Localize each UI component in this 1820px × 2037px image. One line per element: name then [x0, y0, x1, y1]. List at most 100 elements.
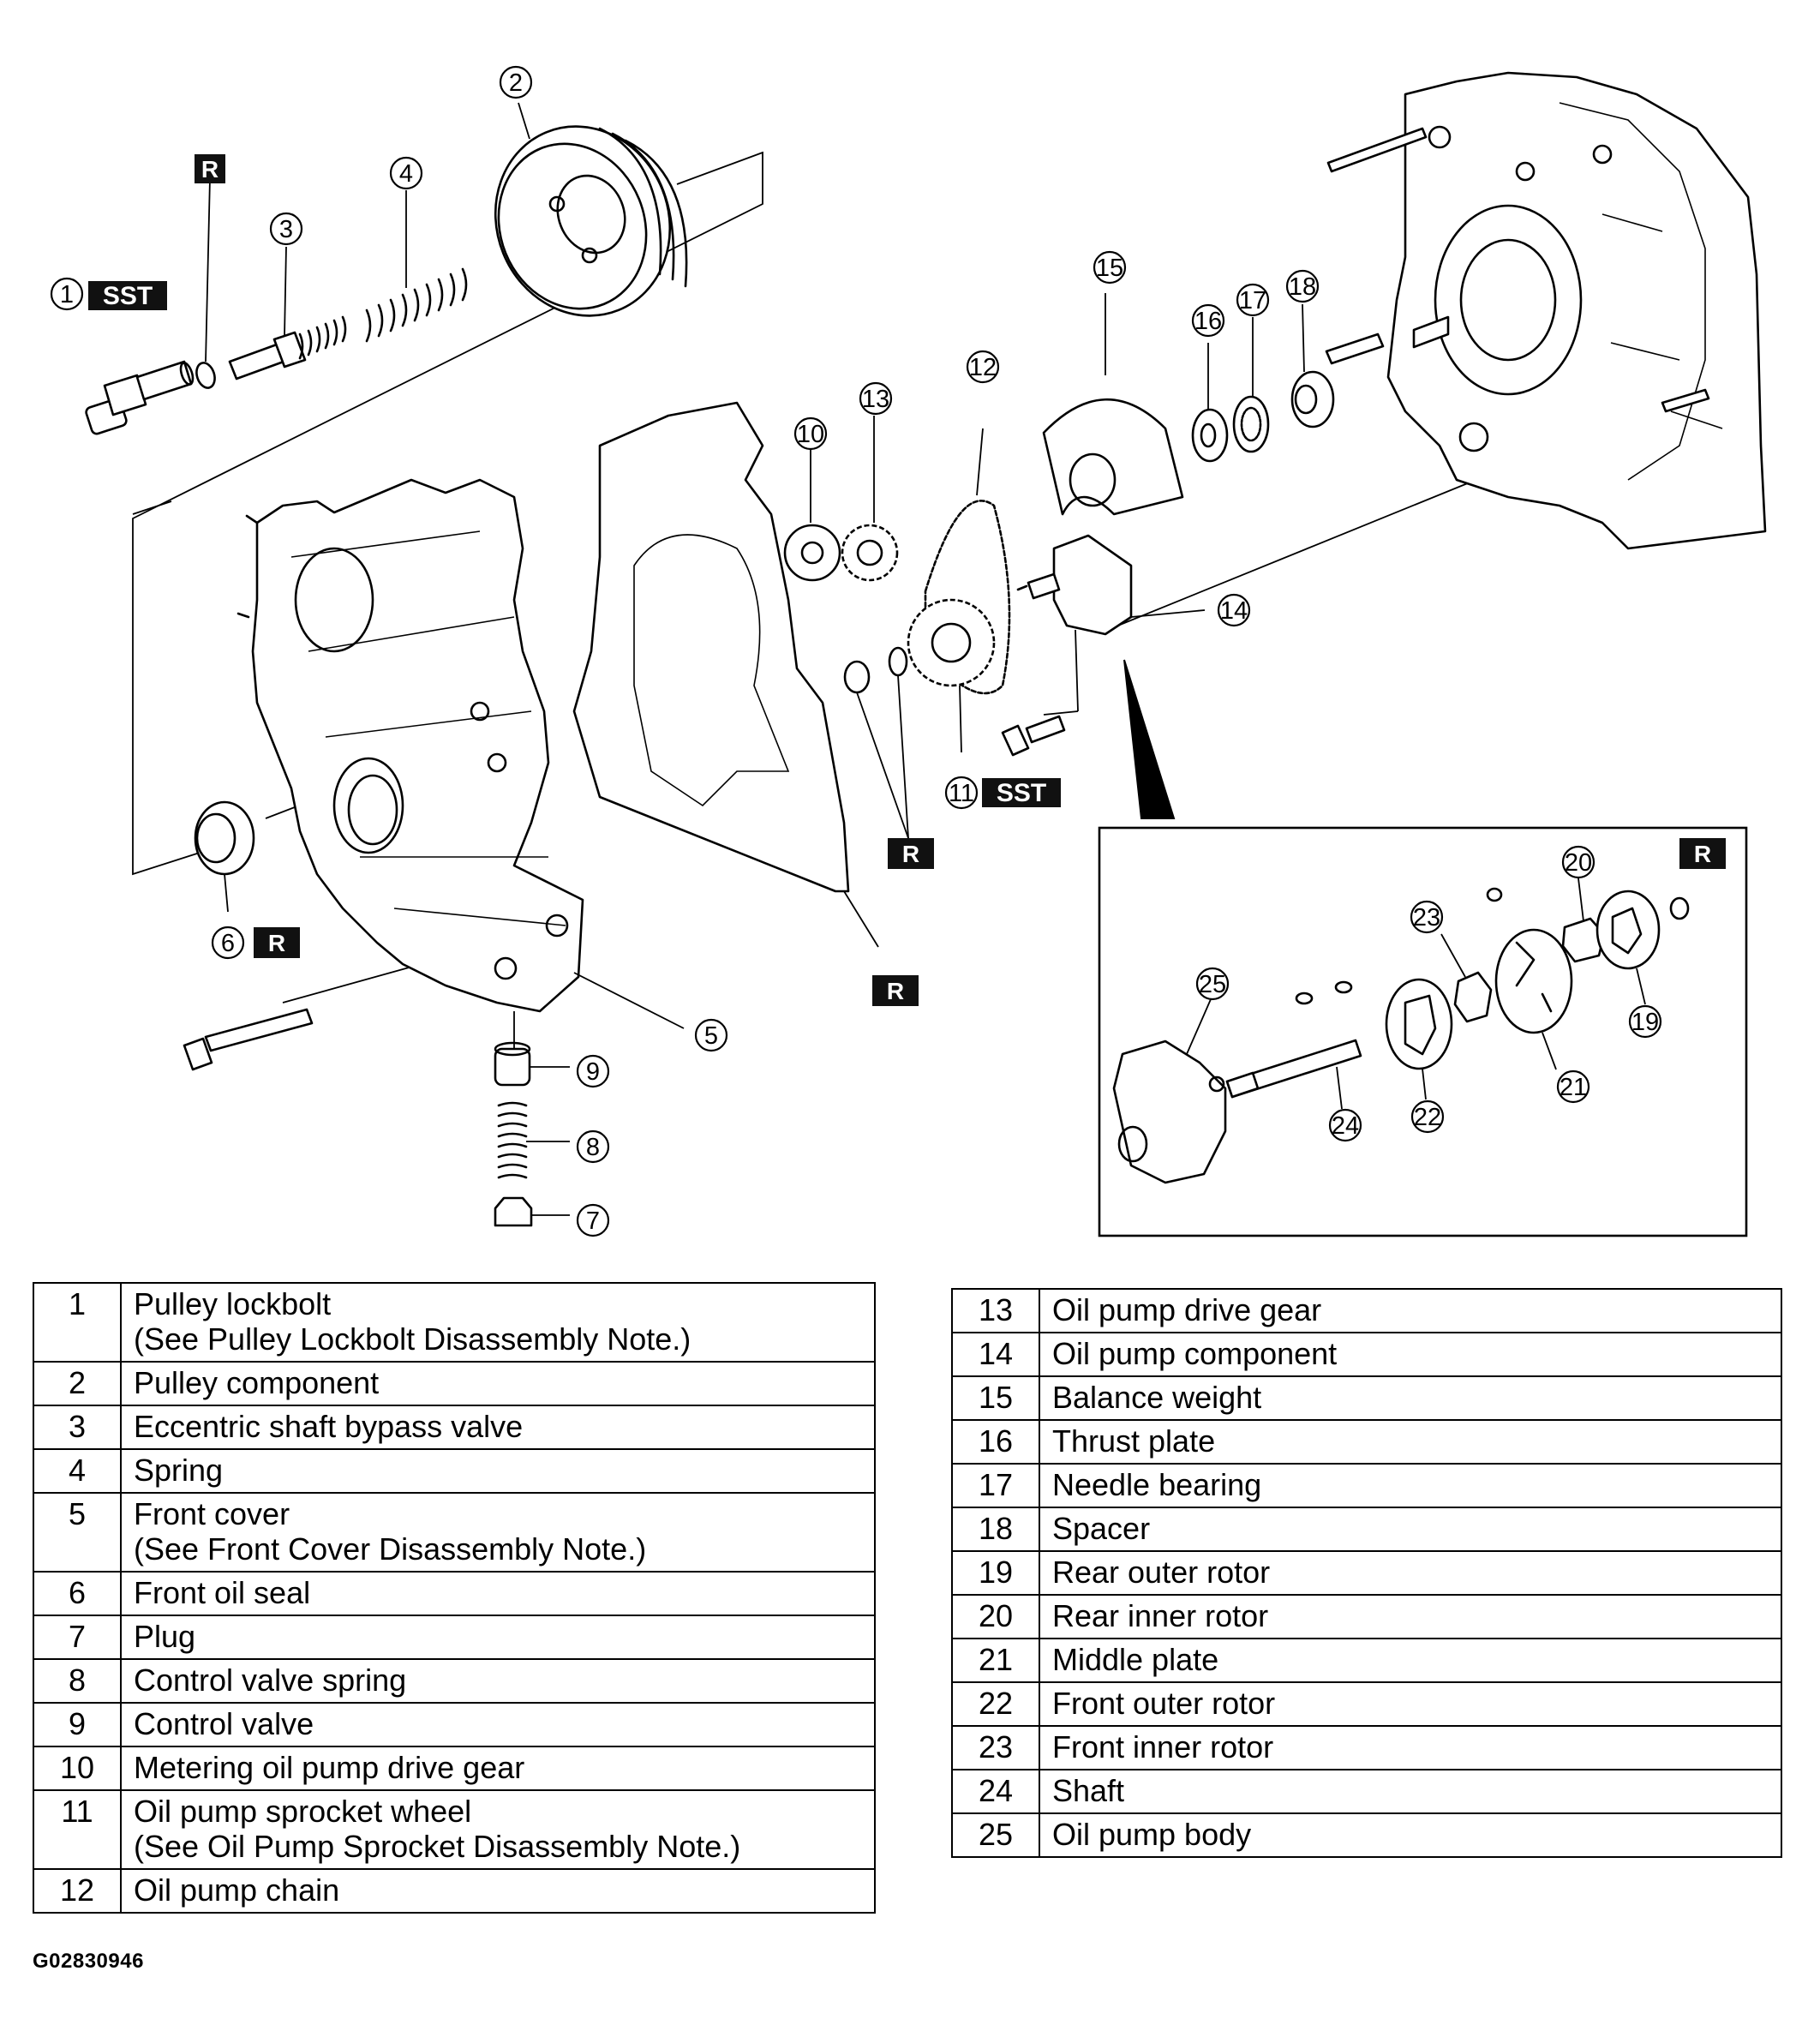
callout-1-number: 1	[60, 281, 74, 309]
part-name: Oil pump drive gear	[1052, 1292, 1322, 1327]
part-number: 7	[33, 1615, 122, 1660]
needle-bearing-drawing	[1232, 317, 1270, 453]
oil-pump-component-drawing	[1016, 534, 1206, 636]
part-name: Oil pump component	[1052, 1336, 1338, 1371]
callout-24: 24	[1328, 1108, 1362, 1142]
sst-badge-part-1: SST	[88, 281, 167, 310]
parts-row: 17 Needle bearing	[951, 1463, 1782, 1508]
callout-19-number: 19	[1631, 1009, 1659, 1036]
bypass-valve-drawing	[228, 246, 347, 380]
part-name: Pulley lockbolt	[134, 1286, 332, 1321]
part-description: Front oil seal	[120, 1571, 876, 1616]
replace-badge-o-ring-text: R	[201, 156, 219, 183]
part-name: Needle bearing	[1052, 1467, 1262, 1502]
part-name: Balance weight	[1052, 1380, 1262, 1415]
part-number: 12	[33, 1868, 122, 1914]
replace-badge-gasket: R	[872, 975, 919, 1006]
callout-23-number: 23	[1413, 904, 1440, 932]
part-description: Control valve spring	[120, 1658, 876, 1704]
part-number: 24	[951, 1769, 1040, 1814]
part-description: Front inner rotor	[1039, 1725, 1782, 1770]
part-number: 20	[951, 1594, 1040, 1639]
replace-badge-gasket-text: R	[887, 978, 904, 1004]
callout-15: 15	[1093, 250, 1127, 285]
callout-2-number: 2	[509, 69, 523, 97]
parts-row: 20 Rear inner rotor	[951, 1594, 1782, 1639]
part-description: Balance weight	[1039, 1375, 1782, 1421]
part-number: 9	[33, 1702, 122, 1747]
callout-4: 4	[389, 156, 423, 190]
part-description: Oil pump component	[1039, 1332, 1782, 1377]
replace-badge-oil-seal-text: R	[268, 930, 285, 956]
part-name: Spring	[134, 1453, 224, 1488]
callout-10-number: 10	[797, 421, 824, 448]
replace-badge-washers: R	[888, 838, 934, 869]
callout-16-number: 16	[1194, 308, 1222, 335]
exploded-view-diagram: 1 2 3 4 5 6 7 8 9 10 11 12 13 14 15 16 1…	[50, 65, 1767, 1237]
callout-16: 16	[1191, 303, 1225, 338]
callout-21: 21	[1556, 1069, 1590, 1104]
callout-9-number: 9	[586, 1058, 600, 1086]
part-description: Metering oil pump drive gear	[120, 1746, 876, 1791]
part-name: Front inner rotor	[1052, 1729, 1274, 1764]
front-oil-seal-drawing	[194, 800, 255, 913]
o-ring-drawing	[195, 177, 216, 389]
callout-8-number: 8	[586, 1134, 600, 1161]
parts-row: 19 Rear outer rotor	[951, 1550, 1782, 1596]
part-description: Pulley component	[120, 1361, 876, 1406]
key-drawing	[1325, 333, 1385, 365]
callout-19: 19	[1628, 1004, 1662, 1039]
callout-9: 9	[576, 1054, 610, 1088]
part-number: 21	[951, 1638, 1040, 1683]
callout-1: 1	[50, 277, 84, 311]
callout-4-number: 4	[399, 160, 413, 188]
callout-18-number: 18	[1289, 273, 1316, 301]
replace-badge-oil-seal: R	[254, 927, 300, 958]
callout-18: 18	[1285, 269, 1320, 303]
part-name: Eccentric shaft bypass valve	[134, 1409, 524, 1444]
part-number: 22	[951, 1681, 1040, 1727]
part-name: Oil pump chain	[134, 1872, 340, 1908]
callout-3: 3	[269, 212, 303, 246]
part-name: Rear inner rotor	[1052, 1598, 1269, 1633]
part-description: Rear inner rotor	[1039, 1594, 1782, 1639]
part-description: Needle bearing	[1039, 1463, 1782, 1508]
callout-23: 23	[1410, 900, 1444, 934]
replace-badge-inset-ring-text: R	[1694, 841, 1711, 867]
part-number: 19	[951, 1550, 1040, 1596]
part-description: Middle plate	[1039, 1638, 1782, 1683]
part-description: Oil pump chain	[120, 1868, 876, 1914]
part-number: 25	[951, 1812, 1040, 1858]
callout-10: 10	[793, 416, 828, 451]
pulley-lockbolt-drawing	[85, 360, 195, 435]
part-number: 17	[951, 1463, 1040, 1508]
callout-17: 17	[1236, 283, 1270, 317]
part-name: Front outer rotor	[1052, 1686, 1276, 1721]
part-description: Control valve	[120, 1702, 876, 1747]
callout-11: 11	[944, 776, 979, 810]
part-note: (See Oil Pump Sprocket Disassembly Note.…	[134, 1829, 741, 1864]
washers-drawing	[843, 646, 909, 839]
callout-12-number: 12	[969, 354, 997, 381]
part-name: Rear outer rotor	[1052, 1555, 1271, 1590]
part-number: 1	[33, 1282, 122, 1363]
short-bolt-drawing	[1001, 715, 1066, 757]
parts-row: 22 Front outer rotor	[951, 1681, 1782, 1727]
part-description: Front cover(See Front Cover Disassembly …	[120, 1492, 876, 1573]
part-description: Oil pump sprocket wheel(See Oil Pump Spr…	[120, 1789, 876, 1870]
callout-22: 22	[1410, 1099, 1445, 1134]
callout-11-number: 11	[949, 780, 974, 807]
part-description: Front outer rotor	[1039, 1681, 1782, 1727]
engine-housing-drawing	[1326, 71, 1767, 550]
callout-13: 13	[859, 381, 893, 416]
part-description: Shaft	[1039, 1769, 1782, 1814]
